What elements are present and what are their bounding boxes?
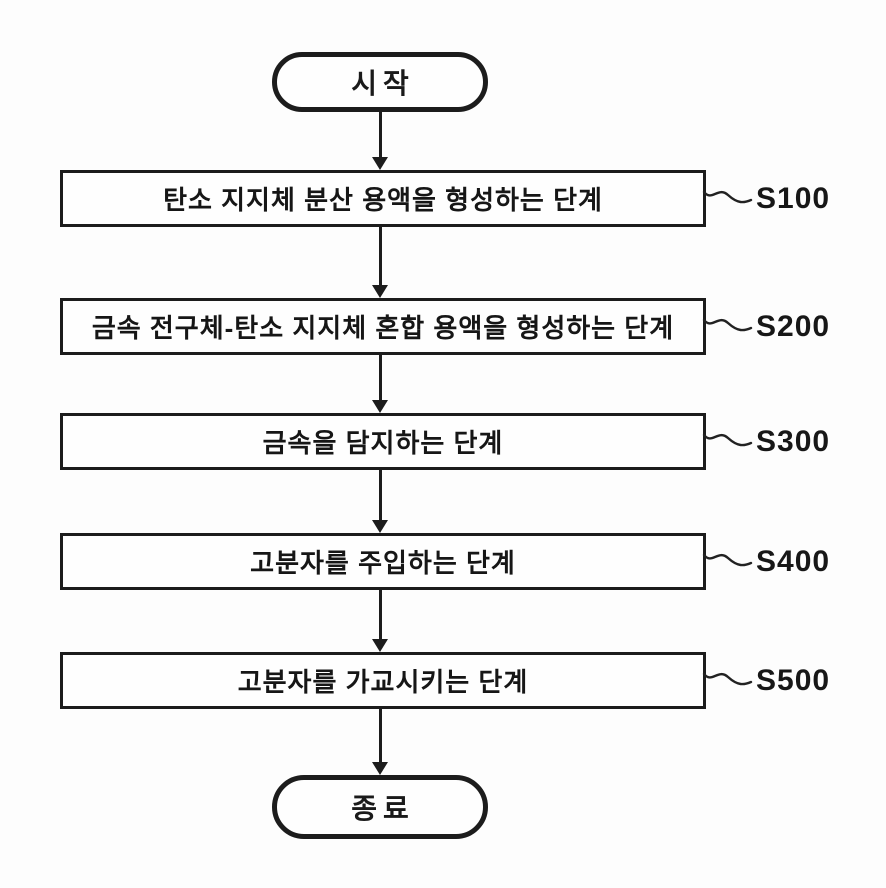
flow-arrow-4 (372, 470, 388, 533)
flow-arrow-1 (372, 112, 388, 170)
start-label: 시작 (351, 68, 415, 99)
arrow-shaft (379, 112, 382, 160)
arrow-head-icon (372, 520, 388, 533)
step-id-s200: S200 (756, 310, 831, 343)
squiggle-connector-s200 (702, 318, 753, 332)
arrow-head-icon (372, 157, 388, 170)
step-id-s500: S500 (756, 664, 831, 697)
arrow-head-icon (372, 400, 388, 413)
start-terminal: 시작 (272, 52, 488, 112)
step-text-s400: 고분자를 주입하는 단계 (250, 548, 516, 578)
step-box-s200: 금속 전구체-탄소 지지체 혼합 용액을 형성하는 단계 (60, 298, 706, 355)
step-text-s100: 탄소 지지체 분산 용액을 형성하는 단계 (163, 185, 603, 215)
arrow-shaft (379, 709, 382, 765)
squiggle-connector-s100 (702, 190, 753, 204)
flow-arrow-5 (372, 590, 388, 652)
step-box-s500: 고분자를 가교시키는 단계 (60, 652, 706, 709)
arrow-shaft (379, 590, 382, 642)
step-text-s200: 금속 전구체-탄소 지지체 혼합 용액을 형성하는 단계 (91, 313, 675, 343)
step-box-s300: 금속을 담지하는 단계 (60, 413, 706, 470)
arrow-shaft (379, 355, 382, 403)
squiggle-connector-s300 (702, 433, 753, 447)
step-box-s400: 고분자를 주입하는 단계 (60, 533, 706, 590)
squiggle-connector-s500 (702, 672, 753, 686)
squiggle-connector-s400 (702, 553, 753, 567)
step-box-s100: 탄소 지지체 분산 용액을 형성하는 단계 (60, 170, 706, 227)
end-label: 종료 (351, 793, 415, 824)
flow-arrow-3 (372, 355, 388, 413)
step-id-s300: S300 (756, 425, 831, 458)
end-terminal: 종료 (272, 775, 488, 839)
flow-arrow-2 (372, 227, 388, 298)
step-id-s100: S100 (756, 182, 831, 215)
arrow-head-icon (372, 639, 388, 652)
arrow-head-icon (372, 285, 388, 298)
step-text-s300: 금속을 담지하는 단계 (262, 428, 504, 458)
step-text-s500: 고분자를 가교시키는 단계 (237, 667, 529, 697)
arrow-shaft (379, 227, 382, 288)
arrow-head-icon (372, 762, 388, 775)
step-id-s400: S400 (756, 545, 831, 578)
flow-arrow-6 (372, 709, 388, 775)
arrow-shaft (379, 470, 382, 523)
